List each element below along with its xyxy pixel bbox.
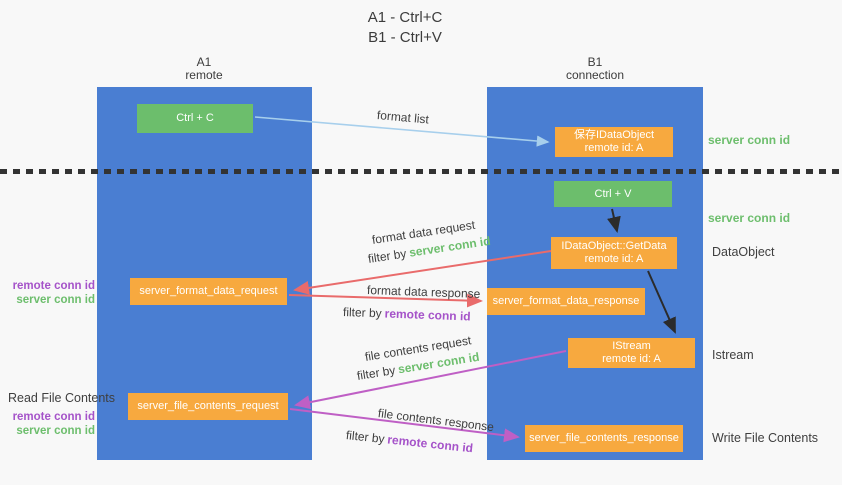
title-line-1: A1 - Ctrl+C [367,9,443,26]
column-a1-id: A1 [196,55,212,69]
server-format-data-request-node: server_format_data_request [130,278,287,305]
column-b1-header: B1 connection [535,56,655,82]
filter-by-text: filter by [355,363,397,383]
server-conn-id-left-label: server conn id [16,294,95,306]
ctrl-c-label: Ctrl + C [176,112,214,124]
remote-conn-id-left-label: remote conn id [12,411,95,423]
column-b1-subtitle: connection [565,68,625,82]
remote-conn-id-left-label: remote conn id [12,280,95,292]
server-file-contents-request-label: server_file_contents_request [137,400,279,412]
istream-line1: IStream [612,340,651,352]
file-contents-response-label: file contents response [377,406,495,435]
read-file-contents-label: Read File Contents [8,391,116,405]
column-a1-header: A1 remote [144,56,264,82]
filter-by-text: filter by [342,305,382,321]
dataobject-side-label: DataObject [712,245,775,259]
remote-conn-id-text: remote conn id [386,432,474,456]
ctrl-v-node: Ctrl + V [554,181,672,207]
machine-boundary-dashed-line [0,169,842,174]
idataobject-getdata-node: IDataObject::GetData remote id: A [551,237,677,269]
server-file-contents-response-label: server_file_contents_response [529,432,679,444]
filter-by-text: filter by [366,246,408,266]
save-idataobject-node: 保存IDataObject remote id: A [555,127,673,157]
server-format-data-request-label: server_format_data_request [139,285,278,297]
filter-by-text: filter by [345,428,386,447]
server-file-contents-response-node: server_file_contents_response [525,425,683,452]
server-format-data-response-node: server_format_data_response [487,288,645,315]
getdata-line1: IDataObject::GetData [561,240,667,252]
format-request-conn-id-pair: remote conn id server conn id [10,279,95,307]
format-data-response-label: format data response [366,283,481,301]
server-conn-id-right-mid-label: server conn id [708,211,791,225]
column-b1-id: B1 [587,55,603,69]
istream-side-label: Istream [712,348,754,362]
title-line-2: B1 - Ctrl+V [368,29,442,46]
istream-node: IStream remote id: A [568,338,695,368]
save-idataobject-line2: remote id: A [584,142,644,154]
server-format-data-response-label: server_format_data_response [492,295,640,307]
column-a1-subtitle: remote [185,68,223,82]
server-file-contents-request-node: server_file_contents_request [128,393,288,420]
ctrl-c-node: Ctrl + C [137,104,253,133]
save-idataobject-line1: 保存IDataObject [573,129,655,141]
ctrl-v-label: Ctrl + V [594,187,632,200]
getdata-line2: remote id: A [584,253,644,265]
istream-line2: remote id: A [602,353,661,365]
remote-conn-id-text: remote conn id [384,306,471,324]
server-conn-id-right-top-label: server conn id [708,133,791,147]
diagram-title: A1 - Ctrl+C B1 - Ctrl+V [300,8,510,48]
write-file-contents-label: Write File Contents [712,431,819,445]
server-conn-id-left-label: server conn id [16,425,95,437]
file-request-conn-id-pair: remote conn id server conn id [10,410,95,438]
format-list-label: format list [376,108,430,127]
